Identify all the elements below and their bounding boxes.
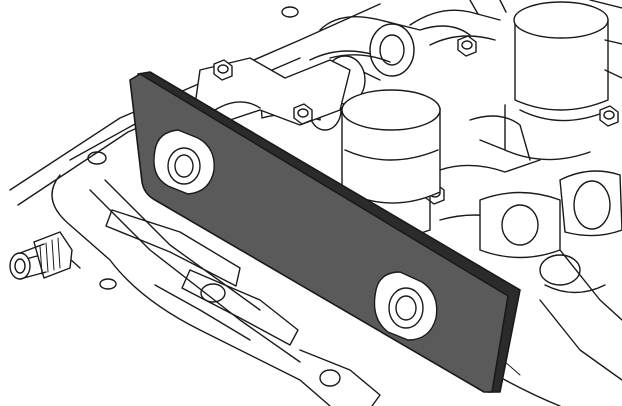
camshaft-right xyxy=(439,115,622,294)
flange-bolt-hole xyxy=(99,278,117,290)
valve-tappet xyxy=(504,0,622,161)
flange-bolt-hole xyxy=(281,6,299,18)
camshaft-rear xyxy=(309,0,507,77)
tool-slot-lower xyxy=(373,271,438,341)
hex-bolt xyxy=(213,59,233,81)
hex-bolt xyxy=(599,105,619,127)
threaded-stud xyxy=(9,231,73,280)
hex-bolt xyxy=(457,35,477,57)
cylinder-head-casting xyxy=(9,3,622,406)
camshaft-locking-tool xyxy=(129,71,521,393)
tool-slot-upper xyxy=(153,129,215,195)
flange-bolt-hole xyxy=(87,151,107,165)
tool-plate xyxy=(129,73,509,393)
hex-bolt xyxy=(293,103,313,125)
